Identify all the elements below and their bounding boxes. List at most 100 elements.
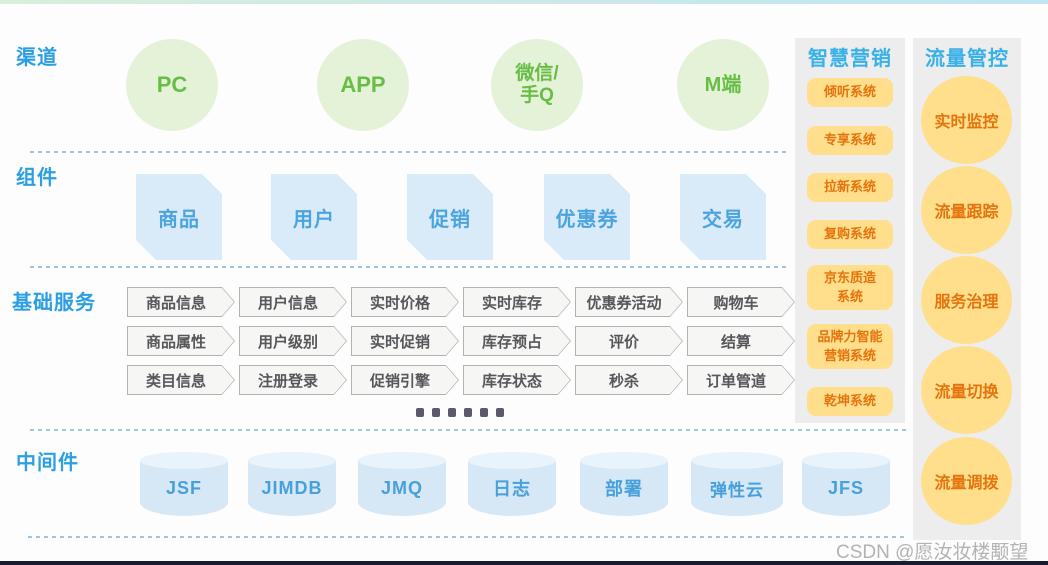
column-title-traffic-control: 流量管控 — [925, 48, 1009, 70]
service-arrow: 实时促销 — [351, 326, 459, 356]
cylinder-label: 弹性云 — [710, 480, 764, 500]
service-arrow: 评价 — [575, 326, 683, 356]
cylinder-body — [580, 460, 668, 516]
service-arrow: 商品信息 — [127, 287, 235, 317]
service-arrow-label: 用户信息 — [240, 288, 346, 316]
service-arrow: 用户级别 — [239, 326, 347, 356]
cylinder-label: 部署 — [605, 479, 643, 499]
middleware-cylinder-jsf: JSF — [140, 452, 228, 516]
column-title-smart-marketing: 智慧营销 — [808, 48, 892, 70]
service-arrow: 注册登录 — [239, 365, 347, 395]
service-arrow-label: 实时库存 — [464, 288, 570, 316]
section-label-components: 组件 — [16, 167, 58, 189]
channel-node-m: M端 — [677, 39, 769, 131]
middleware-cylinder-log: 日志 — [468, 452, 556, 516]
service-arrow-label: 注册登录 — [240, 366, 346, 394]
service-arrow: 优惠券活动 — [575, 287, 683, 317]
component-node-user: 用户 — [271, 174, 357, 260]
service-arrow: 用户信息 — [239, 287, 347, 317]
middleware-cylinder-jmq: JMQ — [358, 452, 446, 516]
cylinder-label: JFS — [827, 477, 864, 498]
cylinder-label: 日志 — [493, 479, 531, 499]
service-arrow-label: 购物车 — [688, 288, 794, 316]
cylinder-body — [802, 460, 890, 516]
cylinder-top — [580, 452, 668, 469]
marketing-box-acquisition: 拉新系统 — [807, 173, 893, 202]
service-arrow-label: 实时价格 — [352, 288, 458, 316]
channel-node-app: APP — [317, 39, 409, 131]
service-arrow-label: 订单管道 — [688, 366, 794, 394]
marketing-box-qiankun: 乾坤系统 — [807, 387, 893, 416]
service-arrow-label: 实时促销 — [352, 327, 458, 355]
component-node-trade: 交易 — [680, 174, 766, 260]
cylinder-body — [358, 460, 446, 516]
service-arrow-label: 商品信息 — [128, 288, 234, 316]
cylinder-top — [468, 452, 556, 469]
service-arrow: 商品属性 — [127, 326, 235, 356]
service-arrow-label: 结算 — [688, 327, 794, 355]
channel-node-pc: PC — [126, 39, 218, 131]
marketing-box-jd-quality: 京东质造 系统 — [807, 265, 893, 310]
cylinder-top — [140, 452, 228, 469]
service-arrow-label: 评价 — [576, 327, 682, 355]
service-arrow-label: 类目信息 — [128, 366, 234, 394]
channel-node-wechat: 微信/ 手Q — [491, 39, 583, 131]
cylinder-top — [691, 452, 783, 469]
marketing-box-listening: 倾听系统 — [807, 78, 893, 107]
middleware-cylinder-jimdb: JIMDB — [248, 452, 336, 516]
traffic-circle-switching: 流量切换 — [921, 346, 1012, 434]
traffic-circle-allocation: 流量调拨 — [921, 437, 1012, 525]
cylinder-body — [140, 460, 228, 516]
divider-channels-components — [30, 151, 788, 153]
traffic-circle-monitoring: 实时监控 — [921, 76, 1012, 164]
service-arrow: 库存状态 — [463, 365, 571, 395]
middleware-cylinder-elastic-cloud: 弹性云 — [691, 452, 783, 516]
service-arrow: 订单管道 — [687, 365, 795, 395]
middleware-cylinder-jfs: JFS — [802, 452, 890, 516]
cylinder-body — [468, 460, 556, 516]
service-arrow-label: 库存预占 — [464, 327, 570, 355]
section-label-channels: 渠道 — [16, 47, 58, 69]
service-arrow: 秒杀 — [575, 365, 683, 395]
cylinder-top — [802, 452, 890, 469]
section-label-services: 基础服务 — [12, 292, 96, 314]
component-node-coupon: 优惠券 — [544, 174, 630, 260]
service-arrow-label: 库存状态 — [464, 366, 570, 394]
cylinder-label: JSF — [165, 477, 202, 498]
service-arrow: 促销引擎 — [351, 365, 459, 395]
ellipsis-dots — [416, 408, 456, 417]
cylinder-body — [691, 460, 783, 516]
divider-services-middleware — [30, 429, 906, 431]
cylinder-label: JIMDB — [261, 477, 323, 498]
section-label-middleware: 中间件 — [16, 452, 79, 474]
traffic-circle-tracking: 流量跟踪 — [921, 166, 1012, 254]
service-arrow: 实时价格 — [351, 287, 459, 317]
marketing-box-repurchase: 复购系统 — [807, 220, 893, 249]
cylinder-body — [248, 460, 336, 516]
watermark: CSDN @愿汝妆楼颙望 — [836, 542, 1029, 563]
marketing-box-exclusive: 专享系统 — [807, 126, 893, 155]
component-node-promotion: 促销 — [407, 174, 493, 260]
traffic-control-column: 流量管控 实时监控 流量跟踪 服务治理 流量切换 流量调拨 — [913, 38, 1021, 540]
service-arrow: 实时库存 — [463, 287, 571, 317]
component-node-product: 商品 — [136, 174, 222, 260]
ellipsis-dots — [464, 408, 504, 417]
traffic-circle-governance: 服务治理 — [921, 256, 1012, 344]
middleware-cylinder-deploy: 部署 — [580, 452, 668, 516]
service-arrow: 购物车 — [687, 287, 795, 317]
smart-marketing-column: 智慧营销 倾听系统 专享系统 拉新系统 复购系统 京东质造 系统 品牌力智能 营… — [795, 38, 905, 423]
service-arrow-label: 用户级别 — [240, 327, 346, 355]
divider-bottom — [28, 536, 906, 538]
cylinder-top — [248, 452, 336, 469]
service-arrow: 类目信息 — [127, 365, 235, 395]
service-arrow: 库存预占 — [463, 326, 571, 356]
service-arrow-label: 秒杀 — [576, 366, 682, 394]
service-arrow-label: 商品属性 — [128, 327, 234, 355]
cylinder-label: JMQ — [380, 477, 423, 498]
cylinder-top — [358, 452, 446, 469]
service-arrow-label: 促销引擎 — [352, 366, 458, 394]
service-arrow: 结算 — [687, 326, 795, 356]
divider-components-services — [30, 266, 788, 268]
marketing-box-brand-power: 品牌力智能 营销系统 — [807, 324, 893, 369]
